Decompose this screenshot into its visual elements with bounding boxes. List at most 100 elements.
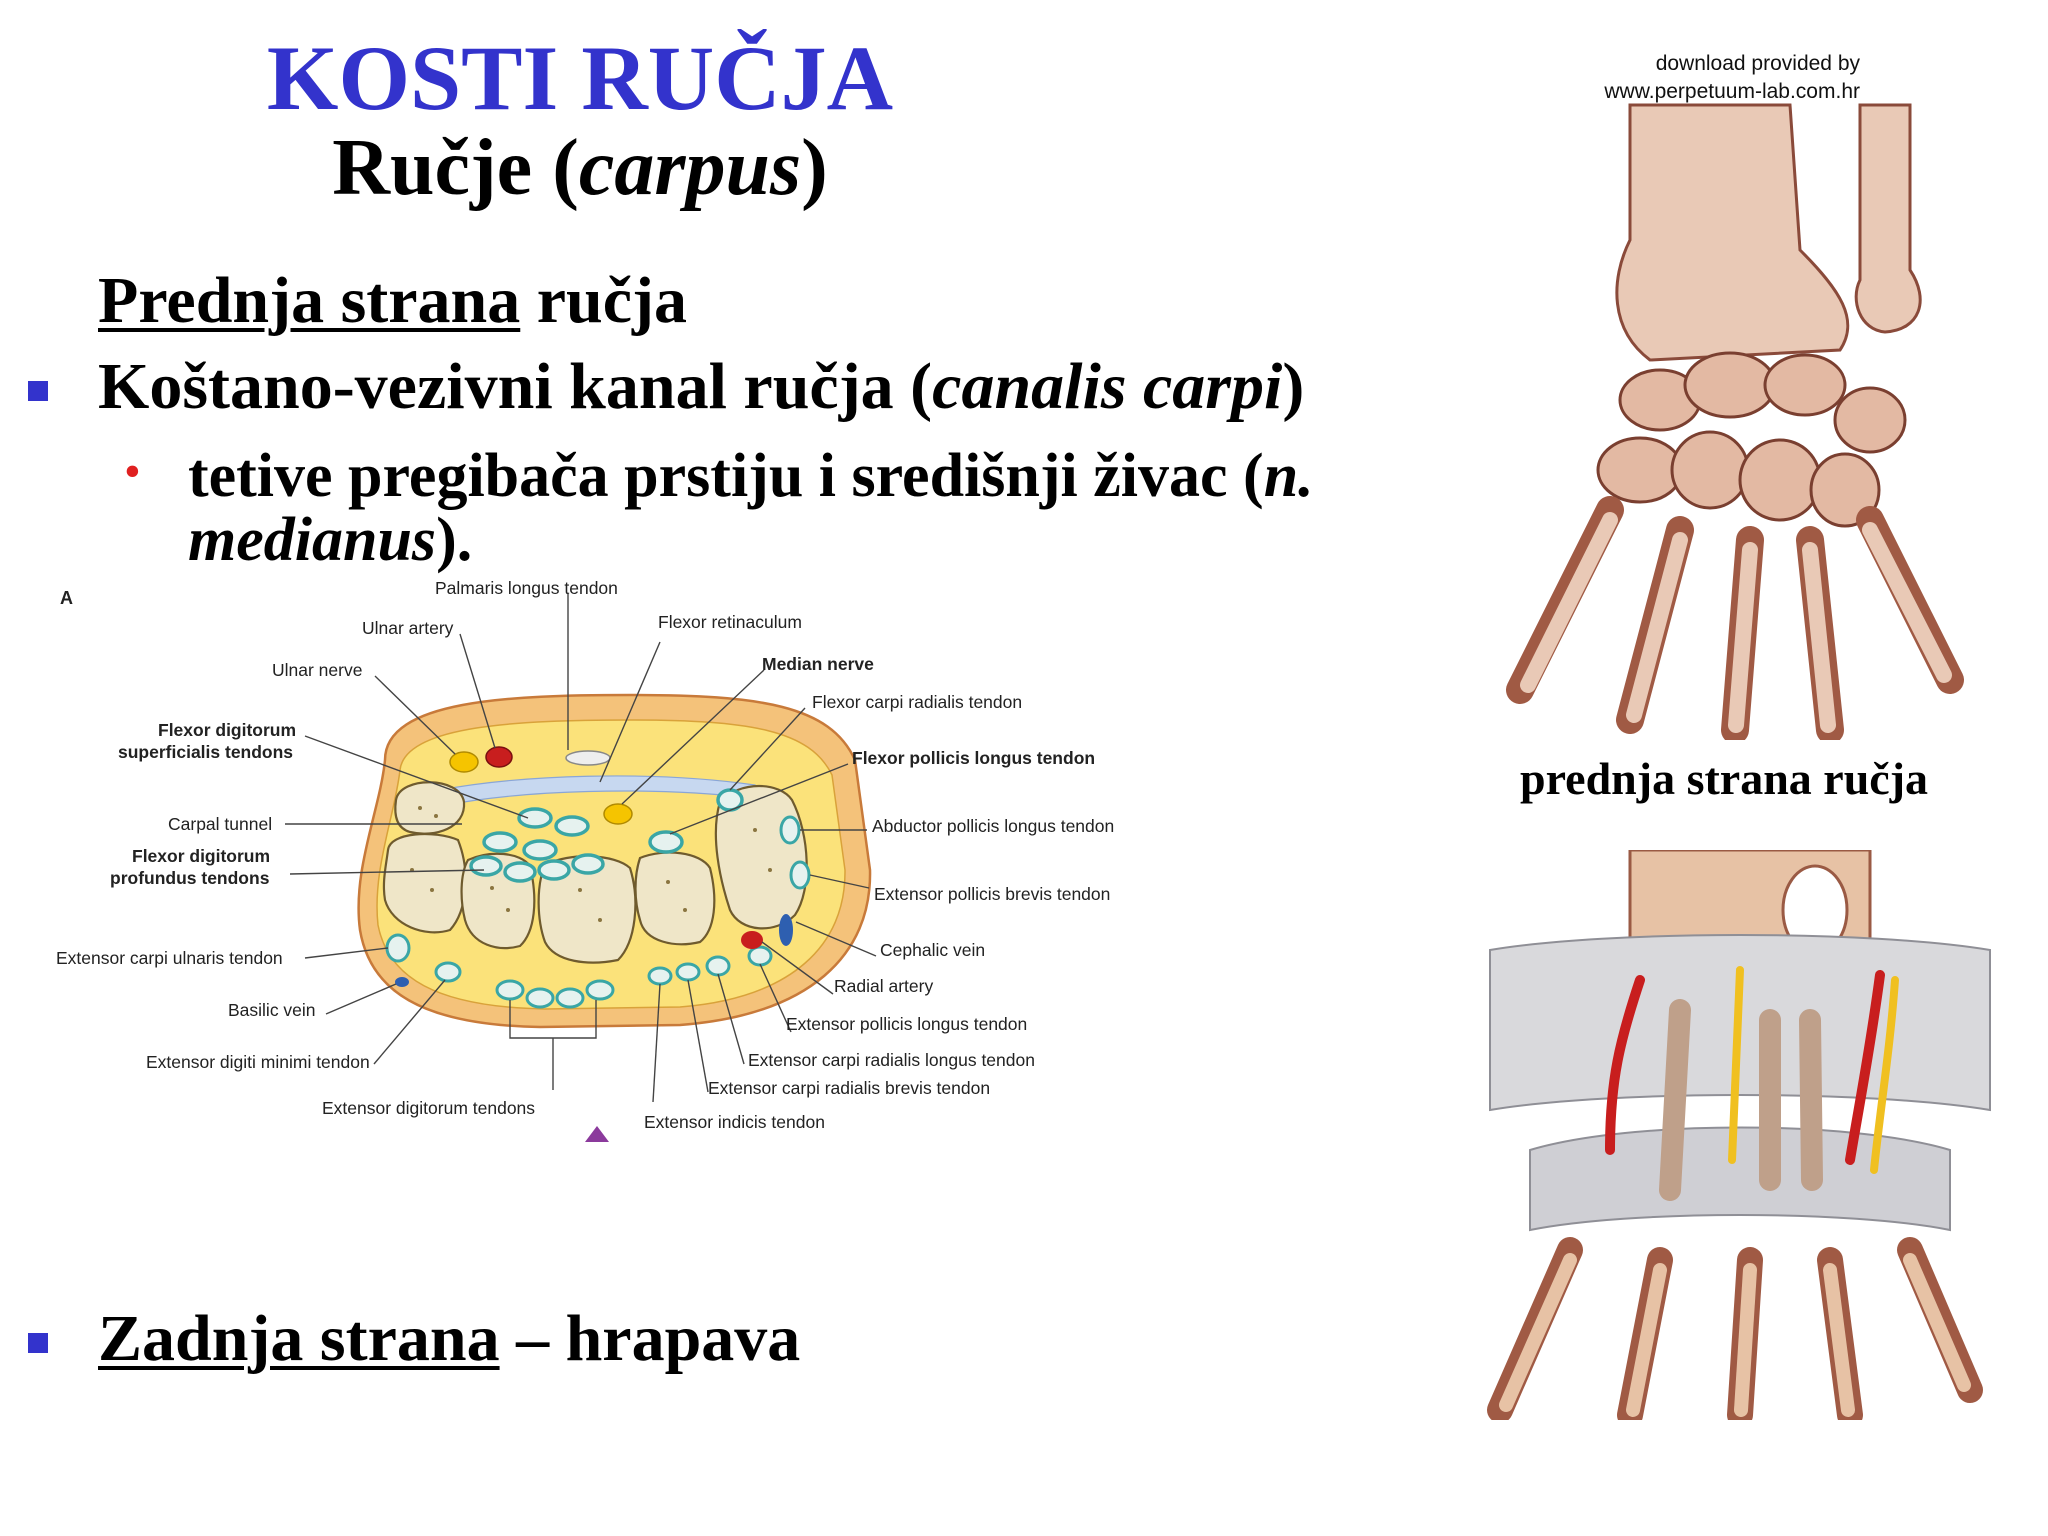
sub-italic: n. medianus bbox=[188, 442, 1314, 574]
ei-tendon bbox=[647, 966, 673, 986]
carpal-bone bbox=[1833, 386, 1907, 454]
panel-letter: A bbox=[60, 588, 73, 608]
bone-texture bbox=[410, 806, 772, 922]
cephalic-vein bbox=[779, 914, 793, 946]
canal-italic: canalis carpi bbox=[932, 350, 1283, 423]
ulnar-nerve bbox=[449, 751, 479, 773]
fds-tendon bbox=[517, 807, 553, 829]
ed-tendon bbox=[585, 979, 615, 1001]
canal-text: Koštano-vezivni kanal ručja ( bbox=[98, 350, 933, 423]
label-radial-artery: Radial artery bbox=[834, 976, 933, 996]
fds-tendon bbox=[482, 831, 518, 853]
ecu-tendon bbox=[385, 933, 411, 963]
tendon bbox=[1799, 1009, 1823, 1191]
sub-bullet: tetive pregibača prstiju i središnji živ… bbox=[188, 444, 1488, 572]
label-basilic: Basilic vein bbox=[228, 1000, 316, 1020]
ed-tendon bbox=[525, 987, 555, 1009]
ulnar-artery bbox=[485, 746, 513, 768]
label-ed: Extensor digitorum tendons bbox=[322, 1098, 535, 1118]
carpal-bone bbox=[1596, 436, 1684, 504]
tendon bbox=[1659, 999, 1691, 1201]
arteries bbox=[1605, 970, 1885, 1165]
label-edm: Extensor digiti minimi tendon bbox=[146, 1052, 370, 1072]
extensor-tendons bbox=[385, 815, 811, 1009]
median-nerve bbox=[603, 803, 633, 825]
carpal-bones bbox=[382, 781, 808, 964]
carpal-bone bbox=[1670, 430, 1750, 510]
leader-lines bbox=[285, 594, 877, 1103]
credit-line-1: download provided by bbox=[1655, 52, 1860, 75]
front-heading-rest: ručja bbox=[520, 264, 688, 337]
epb-tendon bbox=[789, 860, 811, 890]
bone-capitate bbox=[537, 855, 637, 964]
sub-end: ). bbox=[436, 506, 473, 574]
bone-trapezoid bbox=[634, 851, 716, 946]
apl-tendon bbox=[779, 815, 801, 845]
sub-text: tetive pregibača prstiju i središnji živ… bbox=[188, 442, 1264, 510]
label-fdp-1: Flexor digitorum bbox=[132, 846, 270, 866]
basilic-vein bbox=[395, 977, 409, 987]
ecrl-tendon bbox=[705, 955, 731, 977]
subtitle-end: ) bbox=[801, 124, 828, 212]
carpal-bone bbox=[1809, 452, 1881, 528]
tendon-bundle bbox=[1659, 999, 1823, 1201]
back-bullet: Zadnja strana – hrapava bbox=[98, 1306, 800, 1372]
credit-note: download provided by www.perpetuum-lab.c… bbox=[1500, 50, 1860, 106]
back-underlined: Zadnja strana bbox=[98, 1302, 500, 1375]
label-ulnar-nerve: Ulnar nerve bbox=[272, 660, 362, 680]
wrist-ligaments-illustration bbox=[1487, 850, 1991, 1420]
nerve bbox=[1728, 966, 1744, 1164]
nerve bbox=[1870, 976, 1899, 1174]
label-fds-1: Flexor digitorum bbox=[158, 720, 296, 740]
fdp-tendon bbox=[503, 861, 537, 883]
palmaris-longus-tendon bbox=[565, 750, 611, 766]
artery bbox=[1845, 970, 1885, 1165]
fds-tendon bbox=[522, 839, 558, 861]
right-figure-caption: prednja strana ručja bbox=[1520, 753, 1929, 804]
subtitle-text: Ručje ( bbox=[332, 124, 579, 212]
epl-tendon bbox=[747, 945, 773, 967]
label-palmaris: Palmaris longus tendon bbox=[435, 578, 618, 598]
bone-pisiform bbox=[394, 781, 466, 835]
edm-tendon bbox=[434, 961, 462, 983]
square-bullet-icon bbox=[28, 381, 48, 401]
radial-artery bbox=[741, 931, 763, 949]
canal-bullet: Koštano-vezivni kanal ručja (canalis car… bbox=[98, 354, 1304, 420]
label-ecrl: Extensor carpi radialis longus tendon bbox=[748, 1050, 1035, 1070]
ed-tendon bbox=[495, 979, 525, 1001]
ecrb-tendon bbox=[675, 962, 701, 982]
artery bbox=[1605, 975, 1645, 1155]
fdp-tendon bbox=[537, 859, 571, 881]
label-ecrb: Extensor carpi radialis brevis tendon bbox=[708, 1078, 990, 1098]
round-bullet-icon: • bbox=[124, 445, 141, 498]
fds-tendon bbox=[554, 815, 590, 837]
credit-line-2: www.perpetuum-lab.com.hr bbox=[1604, 80, 1860, 103]
ed-tendon bbox=[555, 987, 585, 1009]
page-title: KOSTI RUČJA bbox=[266, 27, 894, 129]
label-median-nerve: Median nerve bbox=[762, 654, 874, 674]
label-fcr: Flexor carpi radialis tendon bbox=[812, 692, 1022, 712]
fdp-tendon bbox=[571, 853, 605, 875]
page-subtitle: Ručje (carpus) bbox=[0, 128, 1160, 208]
label-carpal-tunnel: Carpal tunnel bbox=[168, 814, 272, 834]
fpl-tendon bbox=[648, 830, 684, 854]
label-ecu: Extensor carpi ulnaris tendon bbox=[56, 948, 283, 968]
carpal-tunnel-diagram: A bbox=[56, 578, 1114, 1142]
label-epb: Extensor pollicis brevis tendon bbox=[874, 884, 1110, 904]
label-fdp-2: profundus tendons bbox=[110, 868, 270, 888]
subtitle-italic: carpus bbox=[578, 124, 802, 212]
fdp-tendon bbox=[469, 855, 503, 877]
radius-bone bbox=[1615, 103, 1850, 362]
label-apl: Abductor pollicis longus tendon bbox=[872, 816, 1114, 836]
triangle-marker bbox=[585, 1126, 609, 1142]
label-ei: Extensor indicis tendon bbox=[644, 1112, 825, 1132]
carpal-bone bbox=[1763, 353, 1847, 417]
back-rest: – hrapava bbox=[499, 1302, 801, 1375]
wrist-bones-illustration bbox=[1506, 103, 1964, 740]
label-ulnar-artery: Ulnar artery bbox=[362, 618, 454, 638]
ligament-band-mid bbox=[1529, 1126, 1951, 1232]
carpal-bone bbox=[1738, 438, 1822, 522]
front-heading: Prednja strana ručja bbox=[98, 268, 687, 334]
square-bullet-icon bbox=[28, 1333, 48, 1353]
label-flexor-retinaculum: Flexor retinaculum bbox=[658, 612, 802, 632]
